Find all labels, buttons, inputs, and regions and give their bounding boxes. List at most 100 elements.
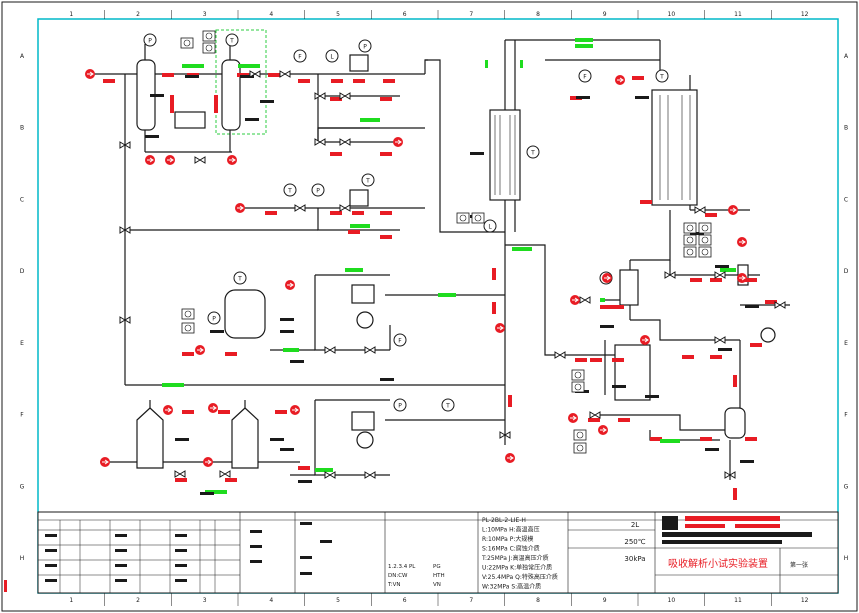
gate-valve-icon (219, 470, 231, 478)
legend-symbol-label (250, 530, 262, 533)
grid-row-label-left: F (20, 412, 24, 419)
spec-line: V:25.4MPa Q:特殊高压介质 (482, 573, 558, 581)
equipment-tag (175, 438, 189, 441)
arrow-glyph-icon (102, 459, 109, 465)
legend-symbol-label (175, 564, 187, 567)
arrow-glyph-icon (292, 407, 299, 413)
instrument-tag: P (398, 403, 402, 410)
instrument-bubble-icon (483, 219, 497, 233)
valve-tag (710, 355, 722, 359)
panel-instrument-icon (698, 222, 712, 234)
panel-instrument-icon (181, 308, 195, 320)
equipment-tag (145, 135, 159, 138)
instrument-tag: T (659, 74, 664, 81)
arrow-glyph-icon (197, 347, 204, 353)
panel-instrument-dial-icon (183, 39, 191, 47)
gate-valve-icon (279, 70, 291, 78)
line-tag (345, 268, 363, 272)
grid-col-label-top: 3 (203, 11, 207, 18)
line-tag (162, 383, 184, 387)
desorber-column (489, 109, 521, 201)
panel-instrument-dial-icon (184, 310, 192, 318)
arrow-glyph-icon (507, 455, 514, 461)
valve-tag (618, 418, 630, 422)
line-tag (438, 293, 456, 297)
arrow-glyph-icon (395, 139, 402, 145)
gate-valve-icon (339, 138, 351, 146)
off-page-connectors (85, 69, 747, 467)
valve-tag (380, 97, 392, 101)
panel-instrument-icon (573, 429, 587, 441)
valve-tag (330, 152, 342, 156)
line-tag (485, 60, 488, 68)
feed-reactor-1 (136, 407, 164, 469)
instrument-bubble-icon (441, 398, 455, 412)
valve-tag (600, 305, 612, 309)
instrument-tag: T (229, 38, 234, 45)
grid-col-label-bottom: 4 (269, 597, 273, 604)
grid-row-label-left: E (20, 340, 24, 347)
instrument-tag: T (445, 403, 450, 410)
line-tag (600, 298, 605, 302)
note-line: HTH (433, 573, 445, 579)
line-tag (238, 64, 260, 68)
instrument-bubble-icon (578, 69, 592, 83)
panel-instrument-dial-icon (701, 236, 709, 244)
grid-col-label-top: 12 (801, 11, 809, 18)
valve-tag (492, 268, 496, 280)
legend-symbol-label (250, 545, 262, 548)
equipment-tag (280, 318, 294, 321)
note-line: T:VN (387, 582, 401, 588)
valve-tag (268, 73, 280, 77)
valve-tag (705, 213, 717, 217)
valve-tag (214, 95, 218, 113)
instrument-bubble-icon (225, 33, 239, 47)
instrument-bubble-icon (361, 173, 375, 187)
valve-tag (690, 278, 702, 282)
grid-row-label-right: C (844, 196, 848, 203)
valve-tag (218, 410, 230, 414)
grid-col-label-bottom: 1 (69, 597, 73, 604)
panel-instrument-icon (571, 369, 585, 381)
grid-row-label-right: H (844, 555, 849, 562)
line-tag (720, 268, 736, 272)
panel-instrument-icon (456, 212, 470, 224)
line-tag-markers (162, 38, 736, 494)
valve-tag (380, 235, 392, 239)
column-internals (494, 95, 691, 200)
note-line: VN (433, 582, 441, 588)
valve-tag (682, 355, 694, 359)
equipment-tag (600, 325, 614, 328)
line-tag (182, 64, 204, 68)
reboiler-vessel (614, 344, 651, 401)
equipment-tag (645, 395, 659, 398)
instrument-bubble-icon (143, 33, 157, 47)
panel-instrument-dial-icon (574, 371, 582, 379)
instrument-bubble-icon (283, 183, 297, 197)
buffer-vessel-1 (349, 54, 369, 72)
legend-symbol-label (175, 579, 187, 582)
panel-instrument-icon (202, 30, 216, 42)
pump-motor-1 (356, 311, 374, 329)
grid-col-label-bottom: 11 (734, 597, 742, 604)
instrument-bubble-icon (207, 311, 221, 325)
arrow-glyph-icon (739, 239, 746, 245)
line-tag (205, 490, 227, 494)
absorber-column-main (651, 89, 698, 206)
valve-tag (733, 375, 737, 387)
equipment-tag (200, 492, 214, 495)
equipment-tag (470, 152, 484, 155)
arrow-glyph-icon (600, 427, 607, 433)
legend-symbol-label (175, 534, 187, 537)
equipment-tag (690, 232, 704, 235)
line-tag (315, 468, 333, 472)
arrow-glyph-icon (287, 282, 294, 288)
grid-row-label-left: H (20, 555, 25, 562)
gate-valve-icon (119, 141, 131, 149)
valve-tag (331, 79, 343, 83)
valve-tag (733, 488, 737, 500)
equipment-tag (270, 438, 284, 441)
arrow-glyph-icon (604, 275, 611, 281)
panel-instrument-dial-icon (686, 248, 694, 256)
grid-col-label-bottom: 5 (336, 597, 340, 604)
